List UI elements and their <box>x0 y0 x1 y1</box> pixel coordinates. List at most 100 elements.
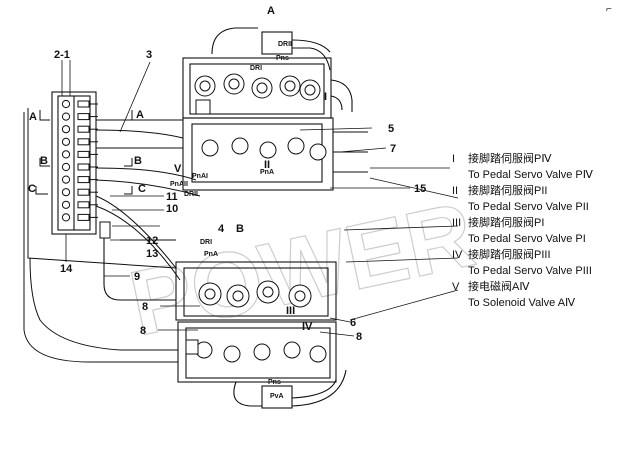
legend-zh: 接脚踏伺服阀PI <box>468 215 544 229</box>
piping <box>23 108 201 363</box>
fitting-left-2 <box>61 112 71 121</box>
legend-entry-1: I 接脚踏伺服阀PⅣ To Pedal Servo Valve PⅣ <box>452 151 594 181</box>
upper-valve-assembly <box>182 27 368 191</box>
lower-port-2 <box>223 345 241 363</box>
lower-spool-core-4 <box>294 290 306 302</box>
fitting-left-9 <box>61 200 71 209</box>
lower-valve-spools <box>185 280 327 363</box>
legend-zh: 接脚踏伺服阀PⅣ <box>468 151 552 165</box>
fitting-left-4 <box>61 137 71 146</box>
legend-numeral: II <box>452 185 458 197</box>
port-dri-top: DRI <box>250 65 262 72</box>
upper-valve-spools <box>194 73 327 161</box>
lower-block-port <box>185 339 199 355</box>
callout-10: 10 <box>166 203 178 215</box>
legend-en: To Pedal Servo Valve PIII <box>468 265 592 277</box>
upper-port-5 <box>309 143 327 161</box>
upper-block-port <box>195 99 211 115</box>
upper-port-3 <box>259 141 277 159</box>
fitting-right-8 <box>77 188 90 196</box>
fitting-left-1 <box>61 99 71 109</box>
legend-zh: 接脚踏伺服阀PIII <box>468 247 551 261</box>
port-pva-bottom: PvA <box>270 393 284 400</box>
callout-7: 7 <box>390 143 396 155</box>
callout-15: 15 <box>414 183 426 195</box>
legend-en: To Pedal Servo Valve PII <box>468 201 589 213</box>
upper-spool-core-3 <box>256 82 268 94</box>
callout-14: 14 <box>60 263 73 275</box>
fitting-left-7 <box>61 175 71 184</box>
lower-port-5 <box>309 345 327 363</box>
label-a-top: A <box>267 5 275 17</box>
fitting-left-5 <box>61 150 71 159</box>
upper-spool-core-4 <box>284 80 296 92</box>
callout-2-1: 2-1 <box>54 49 70 61</box>
leader-lines <box>61 60 459 337</box>
callout-5: 5 <box>388 123 394 135</box>
left-manifold-block <box>51 91 97 235</box>
upper-port-1 <box>201 139 219 157</box>
label-c-mid: C <box>138 183 146 195</box>
corner-mark: ⌐ <box>606 4 612 15</box>
port-pna-lower: PnA <box>204 251 218 258</box>
lower-spool-core-3 <box>262 286 274 298</box>
callout-8c: 8 <box>356 331 362 343</box>
number-callouts: 2-1 3 4 5 6 7 8 8 8 9 10 11 12 13 14 15 <box>54 49 426 343</box>
callout-6: 6 <box>350 317 356 329</box>
fitting-right-4 <box>77 138 90 146</box>
label-b-left: B <box>40 155 48 167</box>
callout-11: 11 <box>166 191 178 203</box>
port-pns-top: Pns <box>276 55 289 62</box>
fitting-right-2 <box>77 113 90 121</box>
lower-port-3 <box>253 343 271 361</box>
roman-iii: III <box>286 305 295 317</box>
fitting-right-1 <box>77 100 90 108</box>
callout-13: 13 <box>146 248 158 260</box>
fitting-right-3 <box>77 125 90 133</box>
section-markers <box>35 110 133 195</box>
roman-i: I <box>324 91 327 103</box>
legend-numeral: V <box>452 281 460 293</box>
callout-12: 12 <box>146 235 158 247</box>
port-drii-top: DRII <box>278 41 292 48</box>
lower-spool-core-1 <box>204 288 216 300</box>
legend-en: To Pedal Servo Valve PI <box>468 233 586 245</box>
port-dri-lower: DRI <box>200 239 212 246</box>
upper-port-2 <box>231 137 249 155</box>
upper-port-4 <box>287 137 305 155</box>
fitting-right-6 <box>77 163 90 171</box>
legend-zh: 接电磁阀AⅣ <box>468 279 530 293</box>
port-pna-mid: PnA <box>260 169 274 176</box>
legend-entry-4: IV 接脚踏伺服阀PIII To Pedal Servo Valve PIII <box>452 247 592 277</box>
port-pnai-mid: PnAI <box>192 173 208 180</box>
callout-4: 4 <box>218 223 225 235</box>
port-labels: DRII Pns DRI PnAII PnAI PnA DRII PnA DRI… <box>170 41 292 400</box>
fitting-right-9 <box>77 201 90 209</box>
callout-8a: 8 <box>142 301 148 313</box>
fitting-left-6 <box>61 162 71 172</box>
legend-en: To Pedal Servo Valve PⅣ <box>468 169 594 181</box>
label-a-left: A <box>29 111 37 123</box>
port-drii-mid: DRII <box>184 191 198 198</box>
legend-en: To Solenoid Valve AⅣ <box>468 297 576 309</box>
fitting-left-10 <box>61 213 71 222</box>
legend-numeral: I <box>452 153 455 165</box>
fitting-right-5 <box>77 150 90 158</box>
lower-valve-assembly <box>103 230 347 409</box>
port-praii: PnAII <box>170 181 188 188</box>
callout-8b: 8 <box>140 325 146 337</box>
label-b-bottom: B <box>236 223 244 235</box>
label-c-left: C <box>28 183 36 195</box>
callout-3: 3 <box>146 49 152 61</box>
label-b-mid: B <box>134 155 142 167</box>
port-pns-bottom: Pns <box>268 379 281 386</box>
roman-ii: II <box>264 159 270 171</box>
callout-9: 9 <box>134 271 140 283</box>
left-manifold-fittings <box>61 99 98 222</box>
legend-numeral: IV <box>452 249 463 261</box>
fitting-left-3 <box>61 125 71 134</box>
legend: I 接脚踏伺服阀PⅣ To Pedal Servo Valve PⅣ II 接脚踏伺服阀… <box>452 151 594 309</box>
legend-numeral: III <box>452 217 461 229</box>
